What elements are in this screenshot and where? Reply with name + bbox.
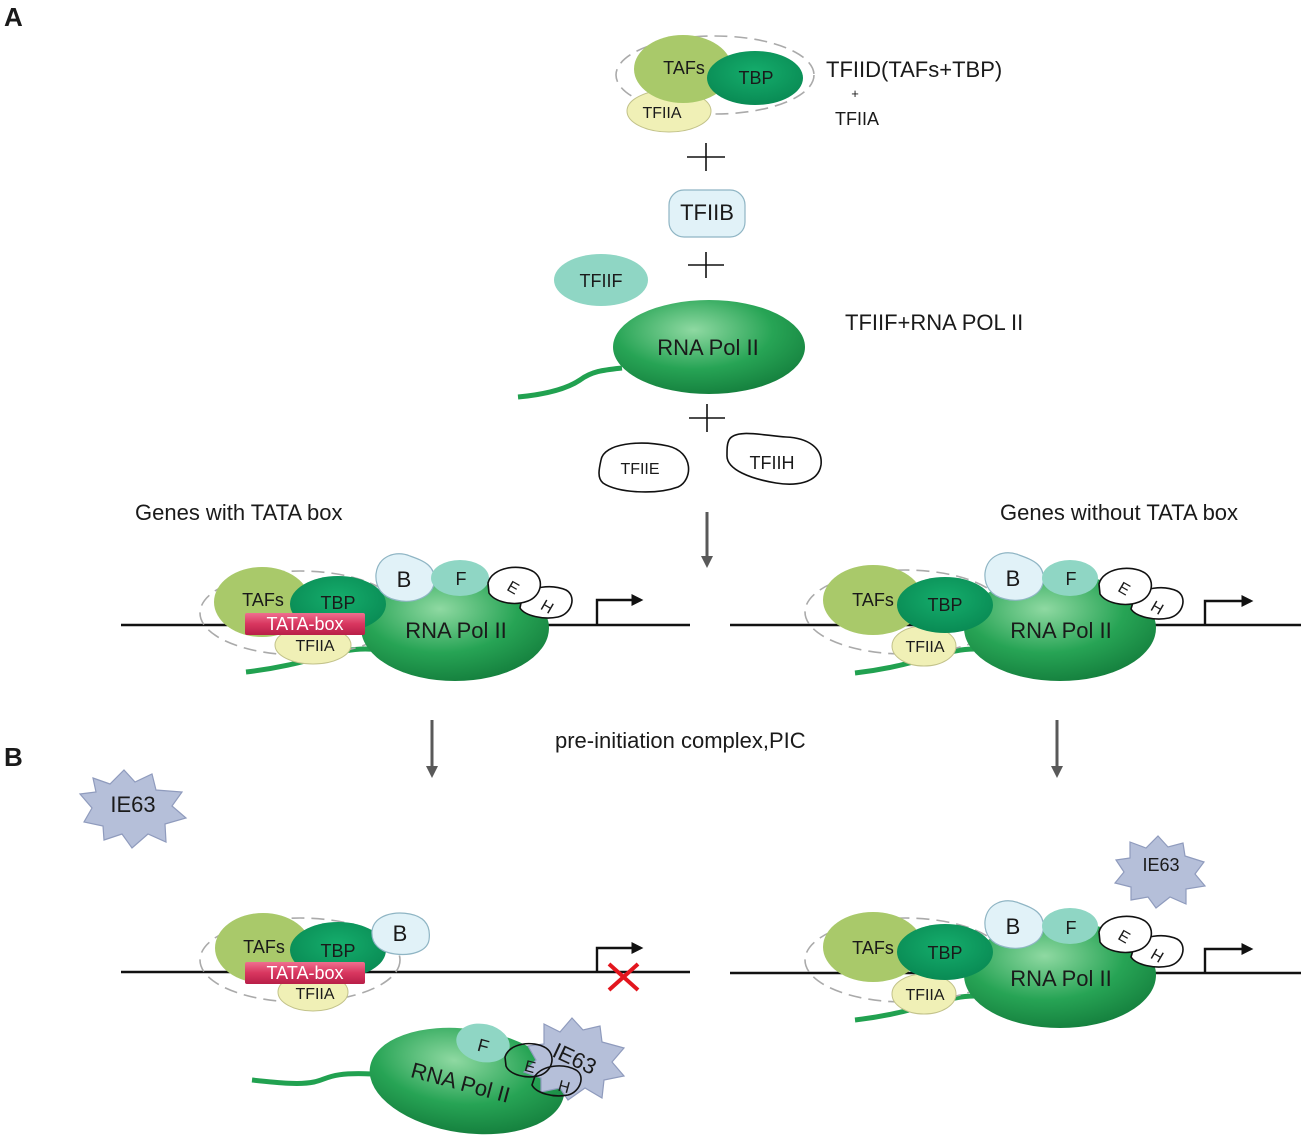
pic-with-tata: RNA Pol II TFIIA TAFs TBP TATA-box B F E… <box>121 553 690 681</box>
tfiif-rnapol-caption: TFIIF+RNA POL II <box>845 310 1023 335</box>
tfiif-molecule: TFIIF <box>554 254 648 306</box>
tafs-shape <box>823 565 923 635</box>
tfiid-tfiia-complex: TAFs TBP TFIIA <box>615 35 815 133</box>
ie63-protein <box>1113 835 1207 909</box>
tbp-label: TBP <box>738 68 773 88</box>
pol-ii-shape <box>369 1027 565 1135</box>
tfiib-molecule: TFIIB <box>668 189 746 238</box>
tfiie-shape <box>487 566 542 605</box>
tafs-label: TAFs <box>243 937 285 957</box>
rna-pol-label: RNA Pol II <box>405 618 506 643</box>
tbp-shape <box>897 924 993 980</box>
panel-label-b: B <box>4 742 23 772</box>
tss-arrow <box>1203 595 1254 624</box>
heading-with-tata: Genes with TATA box <box>135 500 342 525</box>
tfiie-shape <box>1098 915 1153 954</box>
rna-pol-label: RNA Pol II <box>1010 966 1111 991</box>
tbp-shape <box>707 51 803 105</box>
e-label: E <box>523 1058 538 1077</box>
tfiia-label: TFIIA <box>295 986 334 1003</box>
tss-arrow <box>1203 943 1254 972</box>
tfiif-shape <box>431 560 489 596</box>
plus-sign <box>687 143 725 171</box>
tfiib-shape <box>371 912 430 956</box>
pic-without-tata-b: RNA Pol II TFIIA TAFs TBP B F E H <box>730 900 1301 1028</box>
tafs-shape <box>634 35 732 103</box>
tbp-label: TBP <box>927 595 962 615</box>
h-label: H <box>556 1078 572 1097</box>
tfiia-label: TFIIA <box>642 105 681 122</box>
tfiif-label: TFIIF <box>580 271 623 291</box>
tfiif-shape <box>1042 908 1098 944</box>
plus-sign <box>688 252 724 278</box>
heading-pic: pre-initiation complex,PIC <box>555 728 806 753</box>
tfiib-shape <box>984 552 1045 601</box>
rna-pol-label: RNA Pol II <box>657 335 758 360</box>
ie63-protein <box>78 769 188 849</box>
tafs-label: TAFs <box>852 590 894 610</box>
released-pol-ii-complex: RNA Pol II F E H IE63 <box>251 1017 626 1135</box>
tfiie-molecule: TFIIE <box>598 442 690 493</box>
tafs-label: TAFs <box>852 938 894 958</box>
tbp-label: TBP <box>320 941 355 961</box>
f-label: F <box>1066 918 1077 938</box>
rna-pol-label: RNA Pol II <box>1010 618 1111 643</box>
b-label: B <box>393 921 408 946</box>
tfiia-label: TFIIA <box>905 639 944 656</box>
tfiie-shape <box>504 1042 553 1078</box>
tafs-shape <box>823 912 923 982</box>
tfiib-shape <box>984 900 1045 949</box>
rna-pol-ii: RNA Pol II <box>517 300 805 400</box>
tbp-label: TBP <box>320 593 355 613</box>
panel-label-a: A <box>4 2 23 32</box>
tbp-label: TBP <box>927 943 962 963</box>
ie63-label: IE63 <box>1142 855 1179 875</box>
caption-plus: + <box>851 86 859 101</box>
tata-box-label: TATA-box <box>266 963 343 983</box>
tata-box <box>245 613 365 635</box>
f-label: F <box>456 569 467 589</box>
tfiih-shape <box>531 1065 582 1097</box>
tfiie-shape <box>1098 567 1153 606</box>
blocked-x-icon <box>607 962 640 992</box>
tata-box-label: TATA-box <box>266 614 343 634</box>
b-label: B <box>1006 914 1021 939</box>
pic-without-tata: RNA Pol II TFIIA TAFs TBP B F E H <box>730 552 1301 681</box>
tfiif-shape <box>456 1023 510 1063</box>
f-label: F <box>1066 569 1077 589</box>
tfiih-label: TFIIH <box>750 453 795 473</box>
ie63-protein <box>522 1017 626 1101</box>
b-label: B <box>397 567 412 592</box>
heading-without-tata: Genes without TATA box <box>1000 500 1238 525</box>
tfiia-label: TFIIA <box>905 987 944 1004</box>
tfiib-label: TFIIB <box>680 200 734 225</box>
blocked-complex-with-tata: TFIIA TAFs TBP TATA-box B <box>121 912 690 1012</box>
b-label: B <box>1006 566 1021 591</box>
tbp-shape <box>897 577 993 633</box>
tfiie-label: TFIIE <box>620 461 659 478</box>
f-label: F <box>475 1035 491 1057</box>
tfiid-caption: TFIID(TAFs+TBP) <box>826 57 1002 82</box>
plus-sign <box>689 404 725 432</box>
tafs-label: TAFs <box>242 590 284 610</box>
tss-arrow <box>595 942 644 971</box>
tfiih-molecule: TFIIH <box>726 432 822 485</box>
tata-box <box>245 962 365 984</box>
tfiia-label: TFIIA <box>295 638 334 655</box>
tss-arrow <box>595 594 644 624</box>
tfiif-shape <box>1042 560 1098 596</box>
ie63-label: IE63 <box>110 792 155 817</box>
tafs-label: TAFs <box>663 58 705 78</box>
tfiia-caption: TFIIA <box>835 109 879 129</box>
